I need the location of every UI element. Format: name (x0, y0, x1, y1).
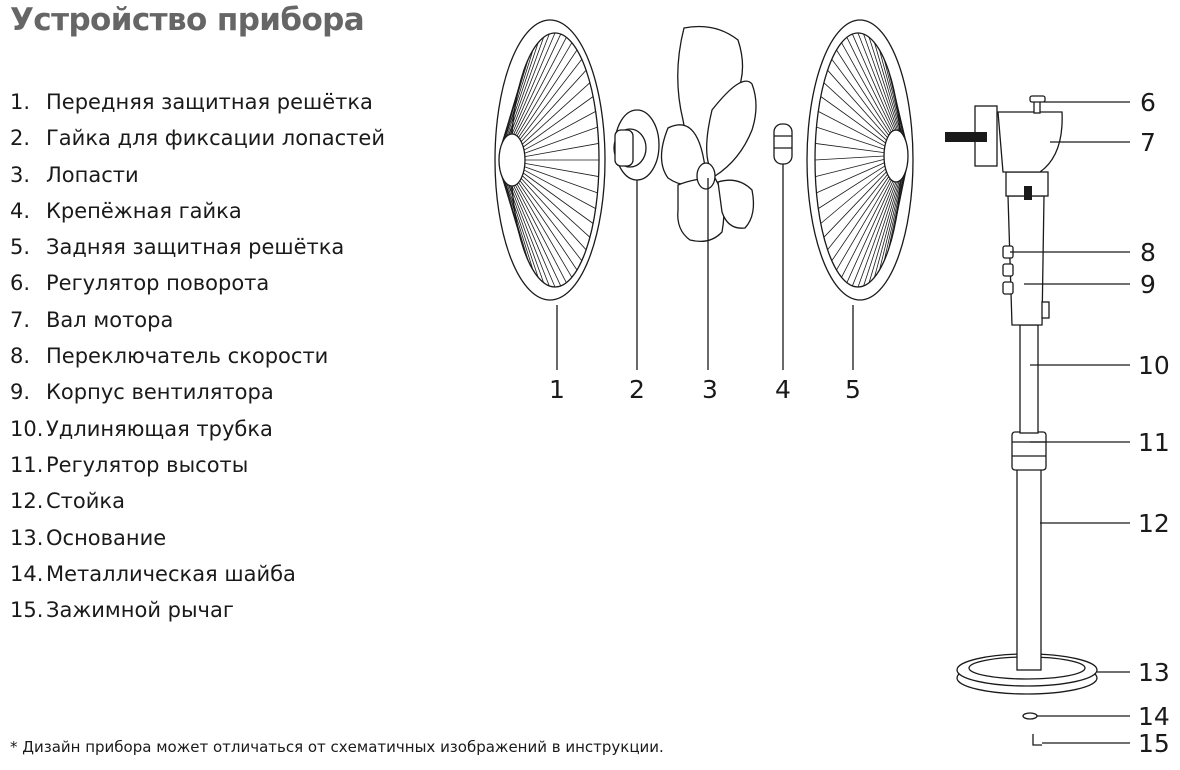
front-guard (494, 19, 606, 301)
callout-number: 4 (775, 375, 791, 404)
callout-number: 9 (1140, 270, 1156, 299)
part-label: Металлическая шайба (46, 561, 296, 586)
part-number: 3. (10, 162, 31, 187)
callout-number: 13 (1138, 658, 1170, 687)
part-label: Корпус вентилятора (46, 380, 274, 405)
parts-list-item: 4. Крепёжная гайка (10, 193, 385, 229)
rear-guard-spokes (814, 32, 909, 288)
callout-number: 14 (1138, 702, 1170, 731)
parts-list-item: 15.Зажимной рычаг (10, 592, 385, 628)
parts-list-item: 2. Гайка для фиксации лопастей (10, 120, 385, 156)
mounting-nut (773, 123, 793, 165)
part-label: Лопасти (46, 162, 139, 187)
part-label: Регулятор высоты (46, 452, 249, 477)
part-label: Гайка для фиксации лопастей (46, 126, 385, 151)
parts-list-item: 8. Переключатель скорости (10, 338, 385, 374)
part-label: Основание (46, 525, 167, 550)
callout-leaders (556, 101, 1130, 744)
part-number: 13. (10, 525, 44, 550)
parts-list-item: 9. Корпус вентилятора (10, 374, 385, 410)
part-label: Передняя защитная решётка (46, 90, 373, 114)
part-label: Крепёжная гайка (46, 198, 242, 223)
part-number: 11. (10, 452, 44, 477)
part-number: 5. (10, 235, 31, 260)
parts-list-item: 14.Металлическая шайба (10, 556, 385, 592)
fan-stand (945, 95, 1098, 746)
callout-number: 7 (1140, 128, 1156, 157)
part-label: Зажимной рычаг (46, 598, 234, 623)
parts-list-item: 12.Стойка (10, 483, 385, 519)
callout-number: 5 (845, 375, 861, 404)
fan-blades (660, 25, 757, 243)
part-label: Регулятор поворота (46, 271, 270, 296)
callout-number: 2 (629, 375, 645, 404)
part-label: Стойка (46, 489, 125, 514)
callout-number: 3 (702, 375, 718, 404)
callout-number: 12 (1138, 509, 1170, 538)
part-number: 15. (10, 598, 44, 623)
rear-guard (806, 19, 914, 301)
part-number: 9. (10, 380, 31, 405)
parts-list: 1. Передняя защитная решётка 2. Гайка для … (10, 84, 385, 628)
part-label: Переключатель скорости (46, 344, 329, 369)
callout-number: 11 (1138, 428, 1170, 457)
callout-number: 8 (1140, 238, 1156, 267)
part-number: 14. (10, 561, 44, 586)
callout-number: 6 (1140, 88, 1156, 117)
part-number: 8. (10, 344, 31, 369)
part-label: Задняя защитная решётка (46, 235, 345, 260)
parts-list-item: 3. Лопасти (10, 157, 385, 193)
part-number: 10. (10, 416, 44, 441)
parts-list-item: 13.Основание (10, 520, 385, 556)
part-number: 12. (10, 489, 44, 514)
page-title: Устройство прибора (10, 2, 365, 38)
part-number: 4. (10, 198, 31, 223)
part-label: Вал мотора (46, 307, 174, 332)
blade-fixing-nut (613, 109, 660, 181)
part-number: 2. (10, 126, 31, 151)
part-label: Удлиняющая трубка (46, 416, 273, 441)
parts-list-item: 1. Передняя защитная решётка (10, 84, 385, 120)
parts-list-item: 11.Регулятор высоты (10, 447, 385, 483)
part-number: 1. (10, 90, 31, 114)
parts-list-item: 5. Задняя защитная решётка (10, 229, 385, 265)
callout-number: 1 (549, 375, 565, 404)
callout-number: 10 (1138, 351, 1170, 380)
parts-list-item: 10.Удлиняющая трубка (10, 411, 385, 447)
part-number: 7. (10, 307, 31, 332)
parts-list-item: 6. Регулятор поворота (10, 265, 385, 301)
front-guard-spokes (498, 32, 599, 288)
parts-list-item: 7. Вал мотора (10, 302, 385, 338)
callout-number: 15 (1138, 729, 1170, 758)
footnote: * Дизайн прибора может отличаться от схе… (10, 738, 664, 756)
part-number: 6. (10, 271, 31, 296)
